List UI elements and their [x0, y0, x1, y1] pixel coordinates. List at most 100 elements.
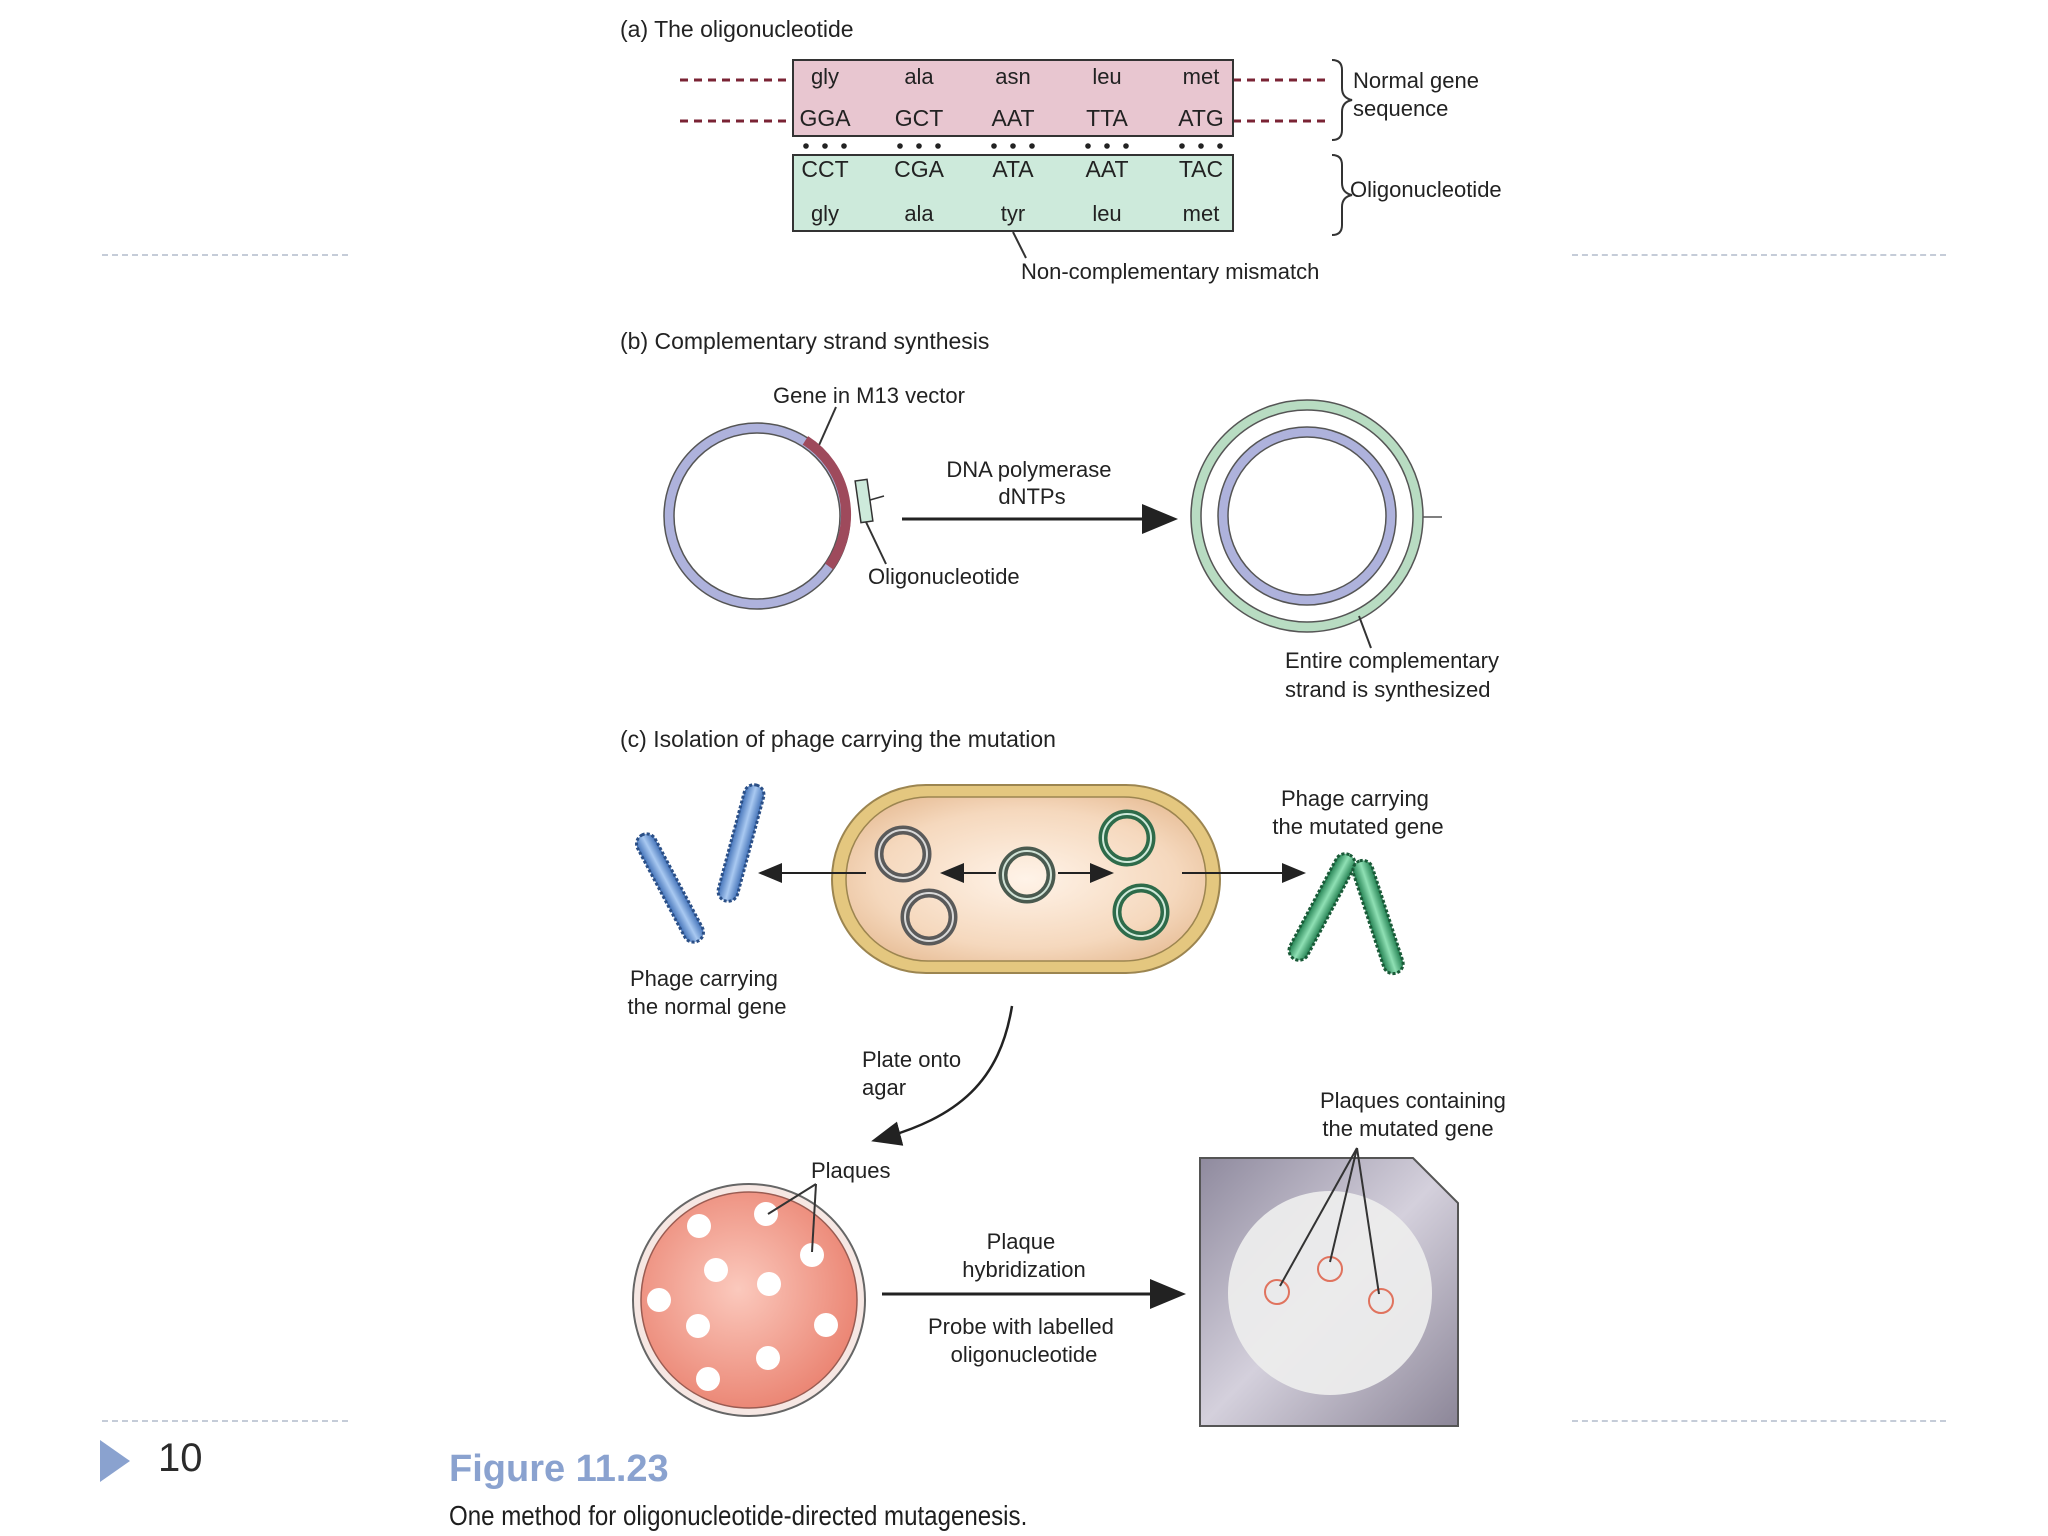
normal-gene-label: Normal gene sequence [1353, 68, 1485, 121]
mutagenesis-diagram: (a) The oligonucleotide gly ala asn leu … [620, 16, 1512, 1427]
plaques-label: Plaques [811, 1158, 891, 1183]
oligo-codon: TAC [1179, 156, 1223, 182]
oligonucleotide-fragment [854, 478, 874, 524]
m13-vector-outline-inner [673, 432, 841, 600]
oligo-aa: tyr [1001, 201, 1025, 226]
plating-arrow [871, 1005, 1014, 1146]
plaque [814, 1313, 838, 1337]
plaque [756, 1346, 780, 1370]
panel-a-label: (a) The oligonucleotide [620, 16, 854, 42]
oligonucleotide-strand [792, 154, 1234, 232]
plaque [800, 1243, 824, 1267]
oligonucleotide-label-a: Oligonucleotide [1350, 177, 1502, 202]
normal-aa: ala [904, 64, 934, 89]
divider-bottom-right [1572, 1420, 1946, 1422]
mutant-phage-label: Phage carrying the mutated gene [1272, 786, 1443, 839]
mutant-plaque-pointers [1279, 1147, 1380, 1295]
result-label-line: Entire complementary [1285, 648, 1499, 673]
normal-gene-brace [1331, 59, 1353, 141]
plaque [704, 1258, 728, 1282]
normal-aa: met [1183, 64, 1220, 89]
figure-title: Figure 11.23 [449, 1448, 669, 1490]
new-strand-outline-inner [1200, 409, 1414, 623]
normal-amino-acids: gly ala asn leu met [811, 64, 1219, 89]
normal-aa: asn [995, 64, 1030, 89]
normal-phage [635, 783, 766, 944]
plaque [686, 1314, 710, 1338]
gene-insert [802, 436, 852, 570]
mutant-plaques-label-line: the mutated gene [1322, 1116, 1493, 1141]
template-strand-outline-outer [1217, 426, 1397, 606]
oligo-aa: met [1183, 201, 1220, 226]
mismatch-pointer [1012, 231, 1027, 259]
slide-number: 10 [158, 1436, 203, 1480]
hybridization-label-line: hybridization [962, 1257, 1086, 1282]
new-complementary-strand [1191, 400, 1423, 632]
mutant-plaque-signals [1264, 1256, 1394, 1314]
normal-aa: gly [811, 64, 839, 89]
mutant-plaques-label: Plaques containing the mutated gene [1320, 1088, 1512, 1141]
agar-plate [640, 1191, 858, 1409]
mutant-phage [1287, 852, 1405, 976]
base-pair-dots [803, 143, 1223, 149]
oligo-codon: CCT [801, 156, 848, 182]
template-strand-outline-inner [1227, 436, 1387, 596]
mutant-plaque-signal [1317, 1256, 1343, 1282]
oligo-aa: gly [811, 201, 839, 226]
oligo-codon: CGA [894, 156, 945, 182]
normal-codon: GGA [799, 105, 851, 131]
normal-gene-strand [792, 59, 1234, 137]
hybridization-label-line: Plaque [987, 1229, 1056, 1254]
mutant-phage-label-line: the mutated gene [1272, 814, 1443, 839]
reagent-line: DNA polymerase [946, 457, 1111, 482]
mismatch-tick [869, 495, 885, 501]
normal-codons: GGA GCT AAT TTA ATG [799, 105, 1223, 131]
mutant-plaque-signal [1264, 1279, 1290, 1305]
plaques-pointers [767, 1183, 817, 1253]
probe-label: Probe with labelled oligonucleotide [928, 1314, 1120, 1367]
vector-label: Gene in M13 vector [773, 383, 965, 408]
oligo-codons: CCT CGA ATA AAT TAC [801, 156, 1223, 182]
panel-c-label: (c) Isolation of phage carrying the muta… [620, 726, 1056, 752]
mutant-phage-label-line: Phage carrying [1281, 786, 1429, 811]
plaques [647, 1202, 838, 1391]
hybridization-label: Plaque hybridization [962, 1229, 1086, 1282]
normal-phage-label-line: Phage carrying [630, 966, 778, 991]
vector-pointer [815, 406, 837, 453]
template-strand [1218, 427, 1396, 605]
mutant-plaque-signal [1368, 1288, 1394, 1314]
mutant-plaques-label-line: Plaques containing [1320, 1088, 1506, 1113]
oligo-amino-acids: gly ala tyr leu met [811, 201, 1219, 226]
oligo-aa: leu [1092, 201, 1121, 226]
normal-dna-circles [874, 825, 958, 946]
plate-label: Plate onto agar [862, 1047, 967, 1100]
plaque [687, 1214, 711, 1238]
result-label: Entire complementary strand is synthesiz… [1285, 648, 1505, 702]
plaque [696, 1367, 720, 1391]
plaque [757, 1272, 781, 1296]
divider-top-right [1572, 254, 1946, 256]
oligo-codon: AAT [1085, 156, 1128, 182]
divider-bottom-left [102, 1420, 348, 1422]
probe-label-line: oligonucleotide [951, 1342, 1098, 1367]
normal-codon: ATG [1178, 105, 1224, 131]
plate-label-line: Plate onto [862, 1047, 961, 1072]
oligo-brace [1331, 154, 1353, 236]
normal-phage-label-line: the normal gene [628, 994, 787, 1019]
normal-codon: TTA [1086, 105, 1128, 131]
probe-label-line: Probe with labelled [928, 1314, 1114, 1339]
figure-caption: One method for oligonucleotide-directed … [449, 1500, 1028, 1531]
oligo-aa: ala [904, 201, 934, 226]
divider-top-left [102, 254, 348, 256]
normal-gene-label-line: sequence [1353, 96, 1448, 121]
new-strand-outline-outer [1190, 399, 1424, 633]
oligo-pointer [865, 521, 887, 565]
result-pointer [1358, 615, 1372, 649]
mismatch-label: Non-complementary mismatch [1021, 259, 1319, 284]
bullet-arrow-icon [100, 1440, 130, 1482]
reagent-line: dNTPs [998, 484, 1065, 509]
normal-phage-label: Phage carrying the normal gene [628, 966, 787, 1019]
plate-label-line: agar [862, 1075, 906, 1100]
plaque [754, 1202, 778, 1226]
normal-gene-label-line: Normal gene [1353, 68, 1479, 93]
